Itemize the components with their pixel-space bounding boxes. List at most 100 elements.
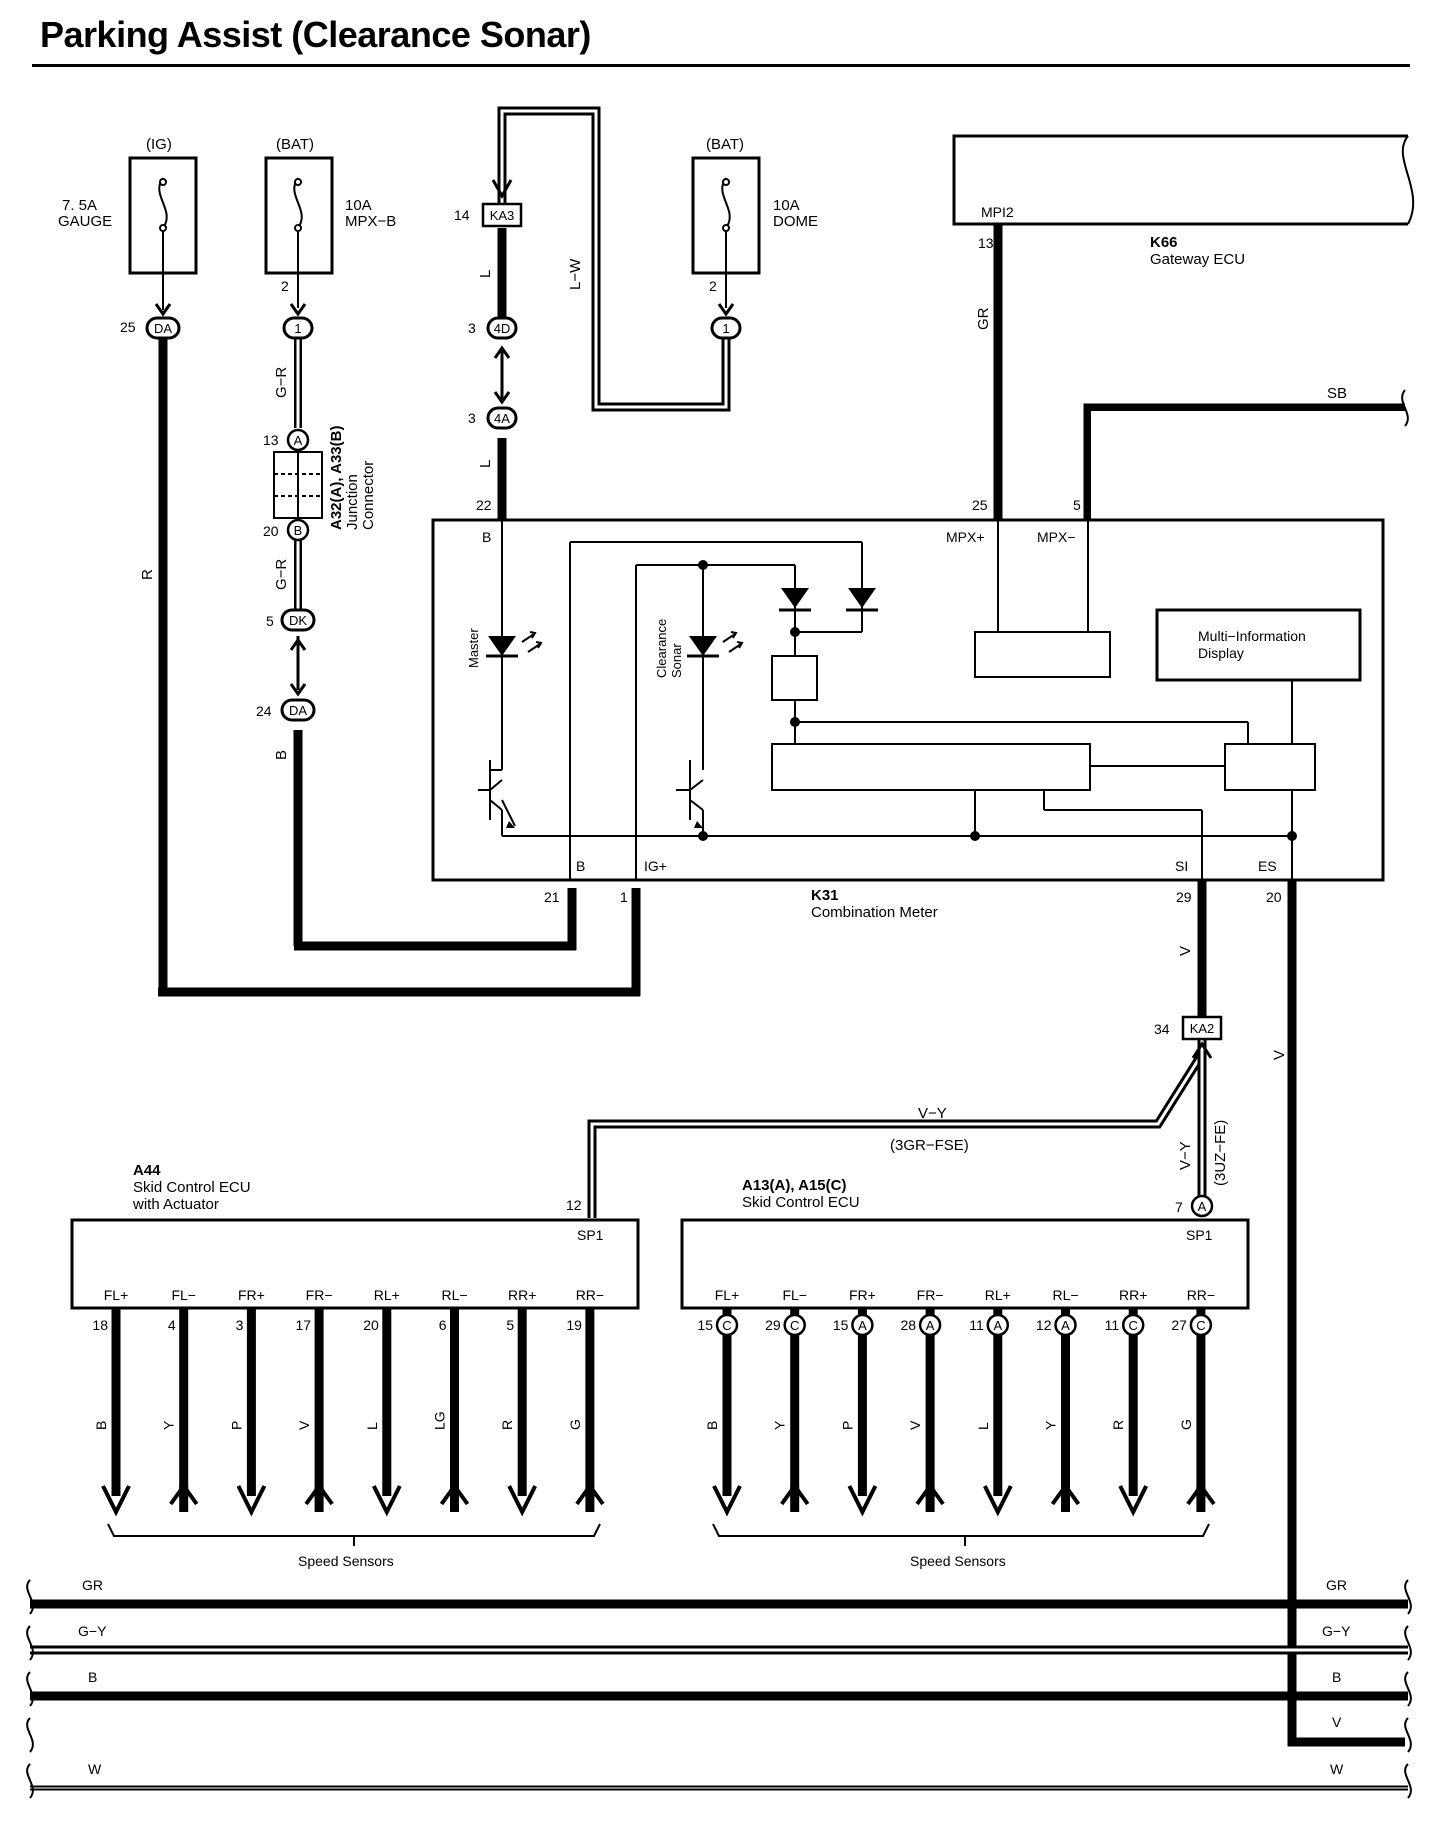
connector-junction-a-label: A — [294, 433, 303, 448]
ecu-connector-circle — [851, 1313, 874, 1337]
a13-term-label: FL− — [782, 1287, 807, 1303]
a13-term-label: RL+ — [985, 1287, 1011, 1303]
buzzer-block — [771, 655, 818, 701]
a13-conn-label: A — [858, 1318, 867, 1333]
bus-v-right: V — [1332, 1714, 1342, 1730]
a44-wire-color: P — [228, 1421, 244, 1430]
ecu-connector-circle — [986, 1313, 1010, 1337]
meter-term-mpxp: MPX+ — [946, 529, 985, 545]
es-block — [1224, 743, 1316, 791]
wire-break-icon — [26, 1625, 34, 1661]
gateway-pin-label: MPI2 — [981, 204, 1014, 220]
pin-p22: 22 — [476, 497, 492, 513]
gateway-id: K66 — [1150, 234, 1178, 251]
a13-pin-label: 27 — [1171, 1317, 1187, 1333]
connector-dk: DK — [280, 608, 316, 632]
wire-l1-label: L — [477, 270, 494, 278]
pin-p1: 1 — [620, 889, 628, 905]
diode-2-icon — [846, 588, 878, 612]
a44-channel-6: RR+5R — [499, 1287, 537, 1517]
wire-gr-gw-label: GR — [975, 307, 992, 330]
a13-pin-label: 15 — [833, 1317, 849, 1333]
a44-wire-color: V — [296, 1420, 312, 1430]
a44-channel-3: FR−17V — [296, 1287, 334, 1512]
connector-1-dome: 1 — [710, 316, 742, 340]
bidirectional-arrow2-icon — [289, 637, 307, 697]
pin-p3b: 3 — [468, 410, 476, 426]
pin-p29: 29 — [1176, 889, 1192, 905]
bus-b-right: B — [1332, 1669, 1341, 1685]
a44-channel-4: RL+20L — [363, 1287, 402, 1517]
wire-lw: L−W — [491, 106, 731, 412]
bus-gr-right: GR — [1326, 1577, 1347, 1593]
ecu-connector-circle — [783, 1313, 806, 1337]
arrow-down-icon — [1118, 1485, 1148, 1517]
fuse-mpx-b: (BAT) 10A MPX−B — [264, 136, 396, 308]
junction-id: A32(A), A33(B) — [328, 426, 345, 530]
ecu-a44-name2: with Actuator — [132, 1196, 219, 1213]
connector-ka2: KA2 — [1181, 1015, 1223, 1041]
a13-term-label: FR+ — [849, 1287, 876, 1303]
fuse-dome-name: DOME — [773, 213, 818, 230]
wire-es-v: V — [1271, 880, 1405, 1747]
a13-wire-color: Y — [772, 1420, 788, 1430]
a13-channels: FL+C15BFL−C29YFR+A15PFR−A28VRL+A11LRL−A1… — [697, 1287, 1216, 1517]
wire-lw-label: L−W — [567, 258, 584, 290]
ecu-a13-name: Skid Control ECU — [742, 1194, 860, 1211]
a13-wire-color: P — [839, 1421, 855, 1430]
junction-connector: A32(A), A33(B) Junction Connector — [273, 426, 377, 530]
a44-term-label: FR+ — [238, 1287, 265, 1303]
connector-da-bottom: DA — [280, 698, 316, 722]
a13-conn-label: C — [1196, 1318, 1205, 1333]
a44-pin-label: 17 — [296, 1317, 312, 1333]
pin-p13a: 13 — [263, 432, 279, 448]
pin-p5b: 5 — [1073, 497, 1081, 513]
connector-4a: 4A — [486, 406, 518, 430]
wire-r-label: R — [139, 569, 156, 580]
ecu-connector-circle — [715, 1313, 739, 1337]
wire-si-v: V V−Y (3GR−FSE) V−Y (3UZ−FE) — [587, 880, 1229, 1218]
meter-term-b-top: B — [482, 529, 491, 545]
ecu-a44-sp: SP1 — [577, 1227, 604, 1243]
ecu-a13: A13(A), A15(C) Skid Control ECU SP1 FL+C… — [680, 1177, 1250, 1569]
pin-p21: 21 — [544, 889, 560, 905]
wire-break-icon — [26, 1717, 34, 1753]
bus-lines: GR GR G−Y G−Y B B V W W — [26, 1577, 1412, 1799]
connector-ka2-label: KA2 — [1190, 1021, 1215, 1036]
a44-wire-color: L — [364, 1422, 380, 1430]
ecu-connector-circle — [1121, 1313, 1145, 1337]
wire-break-icon — [26, 1579, 34, 1615]
pin-p20a: 20 — [263, 523, 279, 539]
wire-break-icon — [26, 1763, 34, 1799]
ecu-a44-id: A44 — [133, 1162, 161, 1179]
fuse-mpxb-supply: (BAT) — [276, 136, 314, 153]
a13-pin-label: 15 — [697, 1317, 713, 1333]
pin-p20b: 20 — [1266, 889, 1282, 905]
meter-term-es: ES — [1258, 858, 1277, 874]
connector-da-bottom-label: DA — [289, 703, 307, 718]
bus-b-left: B — [88, 1669, 97, 1685]
a44-channel-2: FR+3P — [228, 1287, 267, 1517]
arrow-down-icon — [507, 1485, 537, 1517]
diode-1-icon — [779, 588, 811, 612]
wire-3uzfe-label: (3UZ−FE) — [1212, 1120, 1229, 1186]
a13-wire-color: L — [975, 1422, 991, 1430]
wire-break-icon — [1404, 1625, 1412, 1661]
a13-term-label: FR− — [917, 1287, 944, 1303]
connector-1-mpxb-label: 1 — [294, 321, 301, 336]
pin-p2b: 2 — [709, 278, 717, 294]
bus-gr-left: GR — [82, 1577, 103, 1593]
a13-pin-label: 28 — [901, 1317, 917, 1333]
junction-name1: Junction — [344, 474, 361, 530]
wire-v2-label: V — [1271, 1050, 1288, 1060]
meter-term-mpxm: MPX− — [1037, 529, 1076, 545]
a44-pin-label: 6 — [439, 1317, 447, 1333]
a44-term-label: FL+ — [104, 1287, 129, 1303]
a13-term-label: RR− — [1187, 1287, 1215, 1303]
bidirectional-arrow-icon — [493, 345, 511, 405]
clearance-sonar-led-icon: Clearance Sonar — [654, 619, 744, 678]
